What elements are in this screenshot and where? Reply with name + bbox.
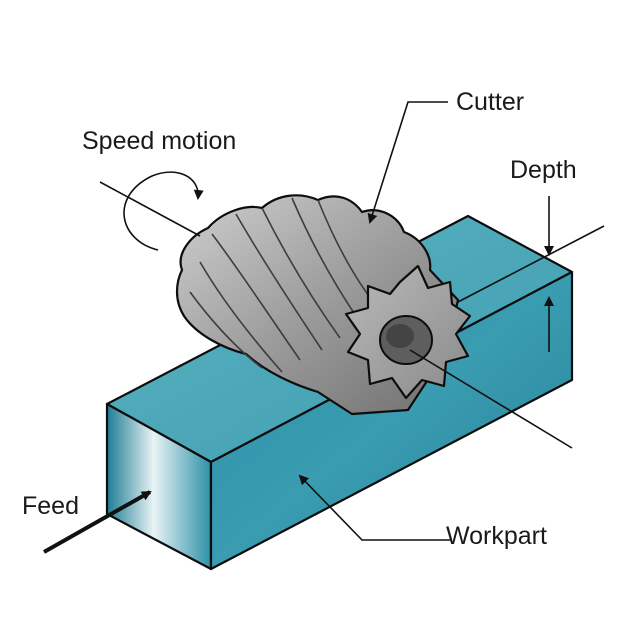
cutter-axis-line-exit — [409, 349, 573, 449]
depth-label: Depth — [510, 156, 577, 184]
speed-motion-arrow — [123, 171, 204, 251]
feed-label: Feed — [22, 492, 79, 520]
speed-motion-label: Speed motion — [82, 127, 236, 155]
cutter-leader — [367, 101, 448, 224]
workpart-leader — [298, 474, 452, 541]
depth-indicator — [457, 196, 605, 352]
cutter — [175, 194, 472, 416]
cutter-axis-line — [99, 181, 201, 237]
cutter-label: Cutter — [456, 88, 524, 116]
cutter-bore-shadow — [386, 324, 414, 348]
workpart-label: Workpart — [446, 522, 547, 550]
feed-arrow — [43, 490, 152, 554]
